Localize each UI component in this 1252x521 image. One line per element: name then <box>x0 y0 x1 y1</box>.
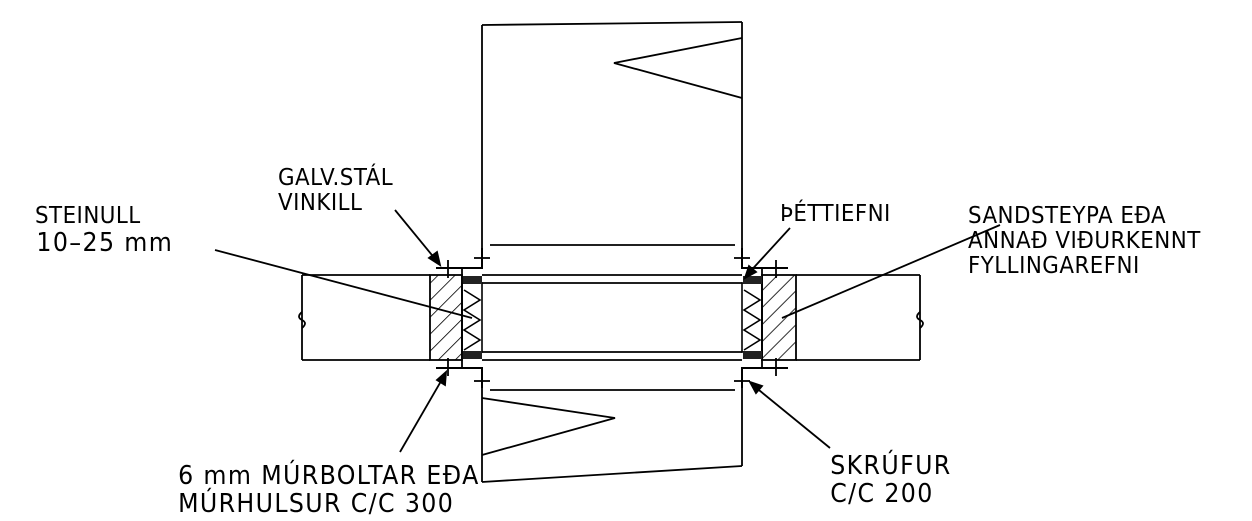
sealant <box>463 276 762 359</box>
label-murboltar-line2: MÚRHULSUR C/C 300 <box>178 489 455 519</box>
lower-sleeve <box>481 380 743 483</box>
wall-slab <box>298 274 924 361</box>
label-steinull-line1: STEINULL <box>35 203 141 229</box>
label-thettiefni-line1: ÞÉTTIEFNI <box>780 201 891 227</box>
fasteners <box>440 255 784 384</box>
label-steinull-line2: 10–25 mm <box>36 228 174 258</box>
label-skrufur-line2: C/C 200 <box>830 479 934 509</box>
label-steinull: STEINULL 10–25 mm <box>35 203 175 258</box>
label-galv-line1: GALV.STÁL <box>278 165 394 191</box>
label-murboltar-line1: 6 mm MÚRBOLTAR EÐA <box>178 461 480 491</box>
label-sandsteypa: SANDSTEYPA EÐA ANNAÐ VIÐURKENNT FYLLINGA… <box>968 204 1201 279</box>
label-thettiefni: ÞÉTTIEFNI <box>780 202 891 227</box>
leader-lines <box>214 209 1001 453</box>
mineral-wool <box>461 282 763 353</box>
label-murboltar: 6 mm MÚRBOLTAR EÐA MÚRHULSUR C/C 300 <box>175 462 483 518</box>
label-sandsteypa-line3: FYLLINGAREFNI <box>968 253 1140 279</box>
label-skrufur: SKRÚFUR C/C 200 <box>829 452 953 508</box>
label-galv-stal-vinkill: GALV.STÁL VINKILL <box>278 166 393 216</box>
label-sandsteypa-line2: ANNAÐ VIÐURKENNT <box>968 228 1201 254</box>
label-skrufur-line1: SKRÚFUR <box>830 451 952 481</box>
label-galv-line2: VINKILL <box>278 190 363 216</box>
label-sandsteypa-line1: SANDSTEYPA EÐA <box>968 203 1167 229</box>
grout-fill <box>429 274 797 361</box>
opening-lines <box>461 244 763 391</box>
steel-angles <box>436 248 788 388</box>
upper-sleeve <box>481 21 743 268</box>
